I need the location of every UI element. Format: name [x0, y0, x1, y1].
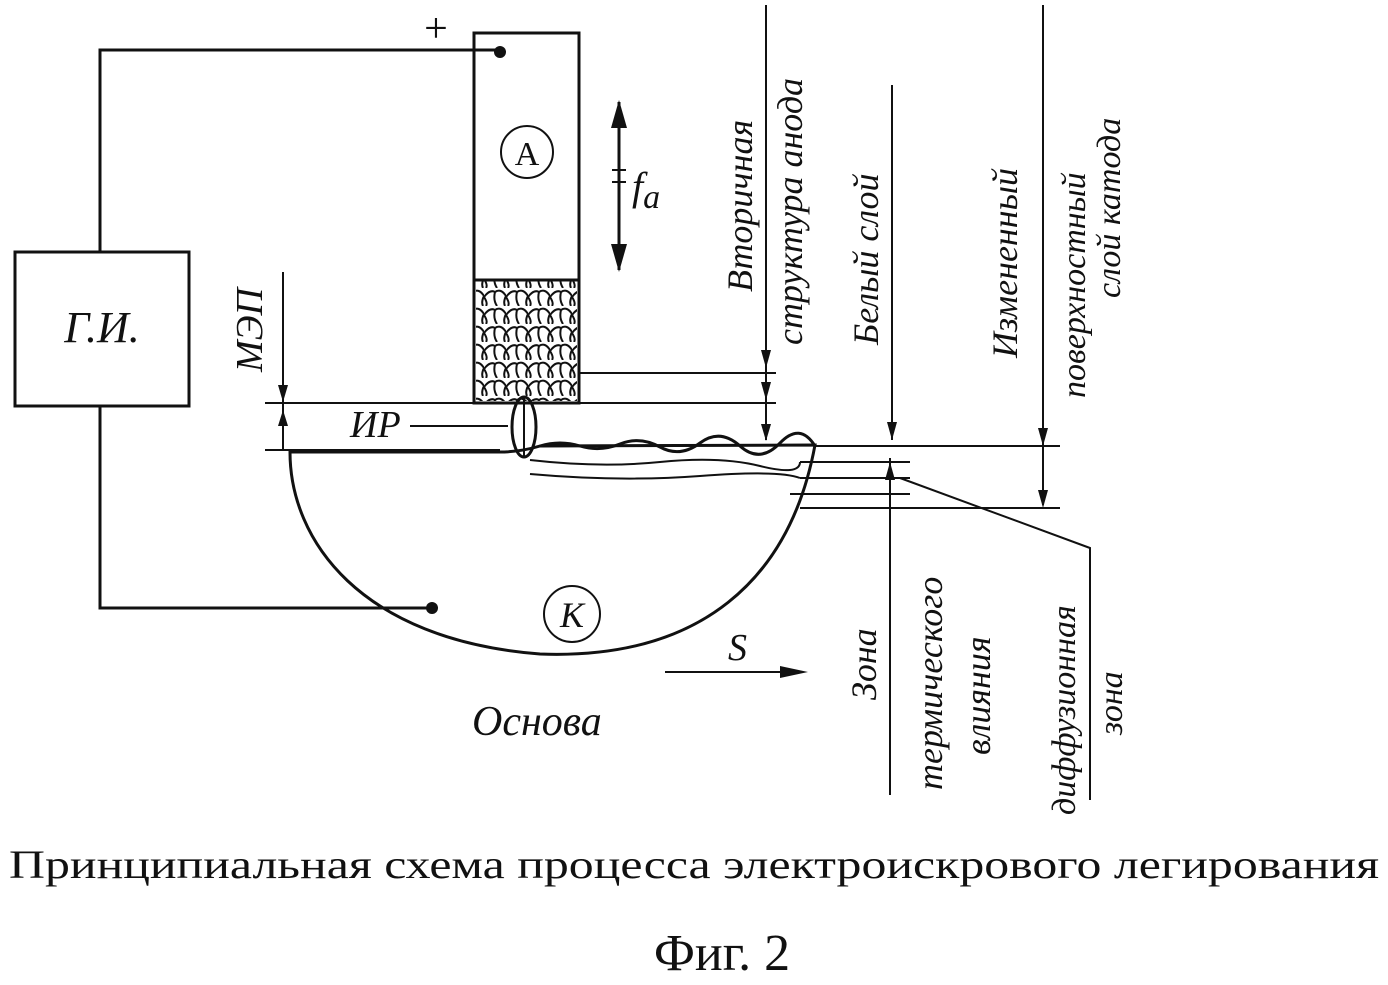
surface-layer: [539, 431, 817, 456]
oscillation-arrow: [611, 100, 627, 272]
heat-zone-label-3: влияния: [958, 636, 998, 755]
secondary-structure-label-2: структура анода: [770, 78, 810, 345]
anode-symbol: [500, 125, 554, 179]
generator-box: [13, 250, 191, 408]
plus-sign: +: [424, 6, 448, 52]
modified-layer-label-2: поверхностный: [1056, 172, 1093, 398]
anode-label: А: [515, 136, 540, 173]
heat-zone-label-2: термического: [910, 577, 950, 790]
figure-description: Принципиальная схема процесса электроиск…: [9, 842, 1379, 887]
anode-terminal: [494, 46, 506, 58]
generator-label: Г.И.: [63, 303, 140, 352]
secondary-structure-label-1: Вторичная: [720, 120, 760, 292]
positive-wire: [98, 48, 500, 252]
movement-arrow: [665, 666, 808, 678]
cathode-symbol: [543, 585, 601, 643]
anode-electrode: [472, 31, 581, 405]
anode-secondary-structure: [476, 280, 577, 401]
mep-label: МЭП: [229, 285, 271, 373]
modified-layer-label-3: слой катода: [1091, 118, 1128, 298]
white-layer-label: Белый слой: [846, 173, 886, 346]
cathode-label: К: [559, 595, 586, 635]
layer-leader-lines: [580, 5, 1091, 800]
negative-wire: [98, 406, 432, 610]
ir-label: ИР: [349, 404, 401, 446]
speed-label: S: [728, 627, 747, 669]
modified-layer-label-1: Измененный: [985, 168, 1025, 359]
diffusion-zone-label-1: диффузионная: [1046, 605, 1083, 815]
diffusion-zone-label-2: зона: [1093, 671, 1130, 736]
cathode-body: [288, 443, 817, 656]
mep-dimension: [265, 272, 500, 451]
cathode-terminal: [426, 602, 438, 614]
frequency-label: fa: [632, 164, 660, 216]
heat-zone-label-1: Зона: [844, 628, 884, 700]
base-label: Основа: [472, 699, 602, 745]
figure-number: Фиг. 2: [654, 925, 790, 982]
